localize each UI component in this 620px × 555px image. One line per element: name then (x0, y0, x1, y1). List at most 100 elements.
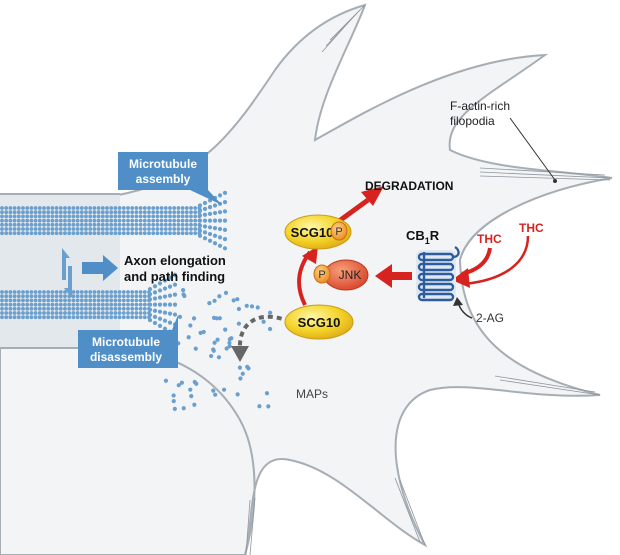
tubulin-dot (147, 297, 153, 302)
tubulin-dot (117, 311, 122, 315)
tubulin-dot (198, 330, 203, 335)
f-actin-leader-line (509, 117, 556, 181)
tubulin-dot (75, 218, 80, 223)
tubulin-dot (181, 406, 186, 411)
tubulin-dot (75, 302, 80, 307)
tubulin-dot (33, 227, 38, 231)
tubulin-dot (0, 290, 4, 294)
tubulin-dot (67, 315, 72, 320)
tubulin-dot (105, 294, 109, 299)
tubulin-dot (4, 227, 9, 231)
tubulin-dot (134, 218, 139, 223)
tubulin-dot (167, 275, 173, 280)
tubulin-dot (155, 214, 160, 219)
tubulin-dot (100, 210, 105, 215)
tubulin-dot (88, 302, 93, 307)
tubulin-dot (142, 210, 147, 215)
tubulin-dot (113, 302, 118, 307)
tubulin-dot (138, 231, 143, 236)
tubulin-dot (33, 315, 38, 320)
tubulin-dot (172, 210, 177, 215)
tubulin-dot (147, 287, 153, 292)
tubulin-dot (126, 231, 130, 236)
tubulin-dot (100, 302, 105, 307)
tubulin-dot (189, 206, 193, 210)
tubulin-dot (184, 222, 189, 227)
tubulin-dot (180, 231, 185, 236)
tubulin-dot (152, 308, 158, 313)
tubulin-dot (113, 290, 118, 294)
mt-assembly-label-2: assembly (136, 172, 191, 186)
tubulin-dot (25, 302, 30, 307)
tubulin-dot (181, 288, 186, 293)
tubulin-dot (46, 294, 51, 299)
tubulin-dot (121, 315, 126, 320)
tubulin-dot (42, 227, 46, 231)
tubulin-dot (217, 218, 223, 223)
tubulin-dot (152, 302, 158, 307)
tubulin-dot (46, 290, 51, 294)
tubulin-dot (42, 315, 46, 320)
tubulin-dot (16, 231, 21, 236)
f-actin-leader-dot (553, 179, 557, 183)
tubulin-dot (113, 298, 118, 303)
tubulin-dot (96, 231, 101, 236)
tubulin-dot (130, 214, 135, 219)
tubulin-dot (84, 298, 88, 303)
tubulin-dot (197, 213, 203, 218)
tubulin-dot (92, 302, 97, 307)
tubulin-dot (130, 227, 135, 231)
tubulin-dot (33, 214, 38, 219)
tubulin-dot (151, 210, 156, 215)
tubulin-dot (12, 206, 17, 210)
tubulin-dot (67, 206, 72, 210)
tubulin-dot (67, 227, 72, 231)
tubulin-dot (4, 210, 9, 215)
tubulin-dot (92, 210, 97, 215)
tubulin-dot (212, 210, 218, 216)
tubulin-dot (37, 294, 42, 299)
tubulin-dot (71, 218, 76, 223)
tubulin-dot (92, 218, 97, 223)
tubulin-dot (84, 302, 88, 307)
tubulin-dot (71, 311, 76, 315)
tubulin-dot (172, 406, 177, 411)
tubulin-dot (172, 214, 177, 219)
tubulin-dot (197, 203, 203, 208)
tubulin-dot (155, 210, 160, 215)
tubulin-dot (159, 210, 164, 215)
tubulin-dot (8, 290, 13, 294)
tubulin-dot (4, 294, 9, 299)
tubulin-dot (130, 210, 135, 215)
tubulin-dot (207, 300, 212, 306)
tubulin-dot (8, 294, 13, 299)
tubulin-dot (33, 231, 38, 236)
tubulin-dot (224, 346, 229, 351)
tubulin-dot (92, 315, 97, 320)
tubulin-dot (121, 231, 126, 236)
tubulin-dot (84, 315, 88, 320)
tubulin-dot (12, 302, 17, 307)
tubulin-dot (92, 294, 97, 299)
tubulin-dot (54, 315, 59, 320)
tubulin-dot (21, 222, 25, 227)
tubulin-dot (202, 206, 208, 211)
tubulin-dot (130, 315, 135, 320)
tubulin-dot (33, 306, 38, 311)
tubulin-dot (21, 218, 25, 223)
tubulin-dot (0, 214, 4, 219)
tubulin-dot (240, 371, 245, 376)
tubulin-dot (84, 294, 88, 299)
tubulin-dot (88, 311, 93, 315)
tubulin-dot (0, 218, 4, 223)
tubulin-dot (105, 214, 109, 219)
tubulin-dot (109, 214, 114, 219)
tubulin-dot (54, 222, 59, 227)
tubulin-dot (212, 226, 218, 231)
tubulin-dot (100, 294, 105, 299)
tubulin-dot (96, 294, 101, 299)
tubulin-dot (168, 227, 172, 231)
tubulin-dot (46, 222, 51, 227)
tubulin-dot (184, 218, 189, 223)
tubulin-dot (71, 227, 76, 231)
